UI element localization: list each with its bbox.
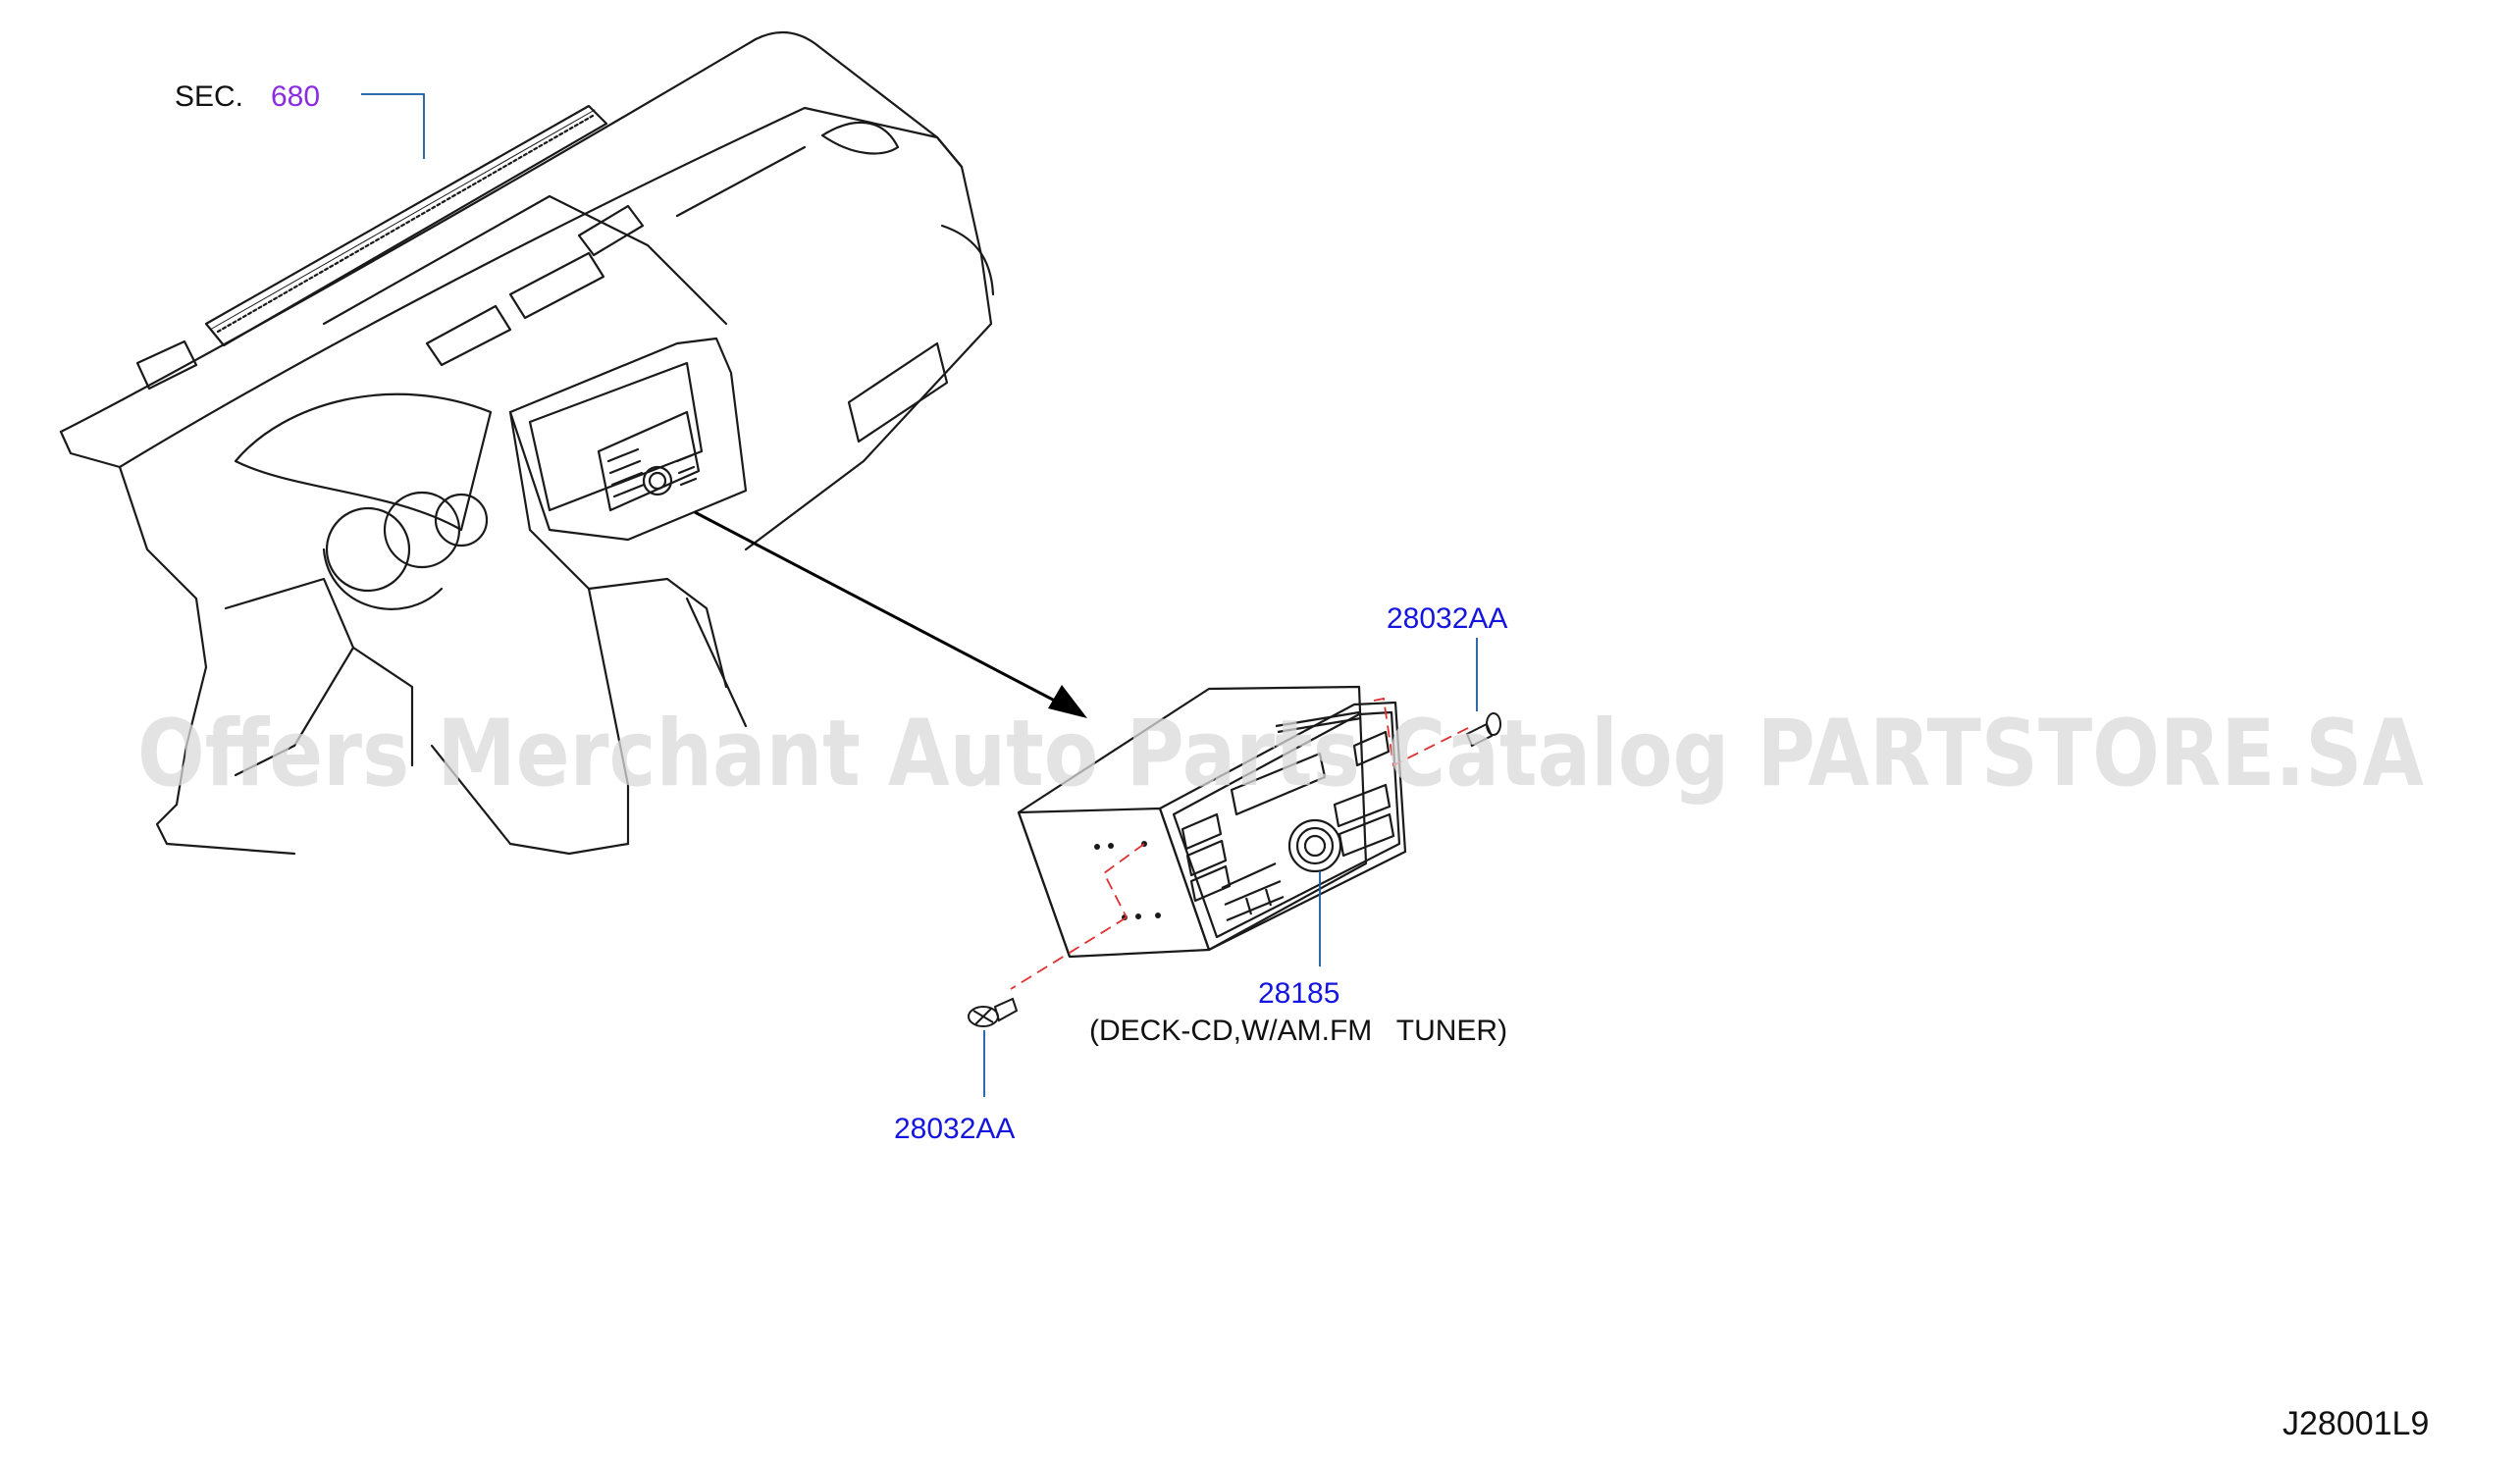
head-unit-illustration [1017, 685, 1407, 959]
callout-bolt-top[interactable]: 28032AA [1387, 602, 1507, 635]
screw-bottom [968, 997, 1019, 1027]
callout-part-number[interactable]: 28185 [1258, 977, 1339, 1010]
screw-top [1465, 712, 1501, 748]
drawing-code: J28001L9 [2283, 1405, 2429, 1442]
leader-lines [361, 93, 1478, 1097]
mounting-lines [1010, 697, 1473, 990]
callout-bolt-bottom[interactable]: 28032AA [894, 1113, 1015, 1145]
section-ref-prefix: SEC. [175, 80, 243, 113]
section-ref-number[interactable]: 680 [271, 80, 320, 113]
dashboard-illustration [59, 30, 995, 856]
watermark: Offers Merchant Auto Parts Catalog PARTS… [137, 701, 2424, 808]
callout-part-description: (DECK-CD,W/AM.FM TUNER) [1089, 1015, 1507, 1047]
pointer-arrow [694, 510, 1087, 718]
